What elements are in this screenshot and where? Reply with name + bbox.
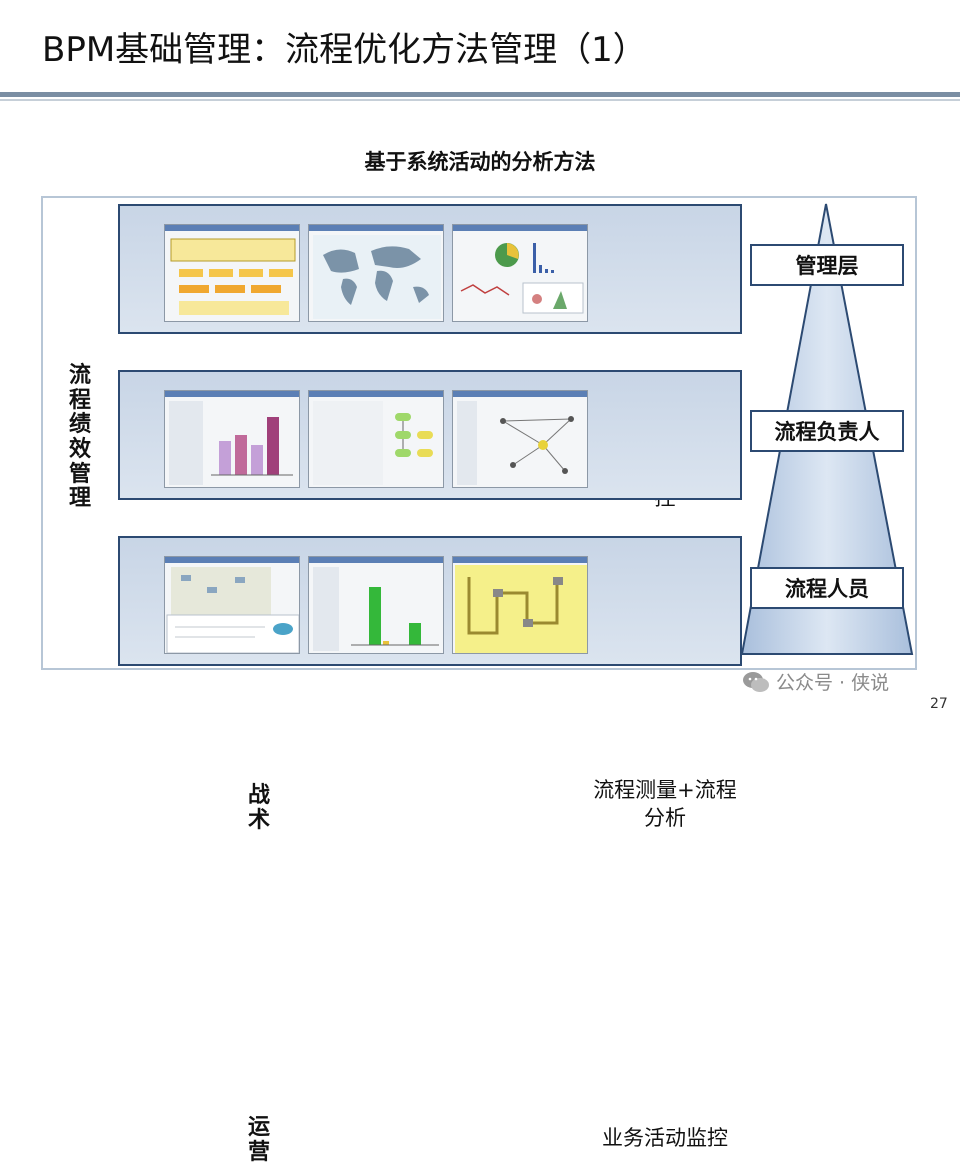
slide-title: BPM基础管理：流程优化方法管理（1） bbox=[42, 30, 647, 70]
screenshot-activity-map bbox=[452, 556, 588, 654]
screenshot-charts-panel bbox=[452, 224, 588, 322]
diagram-title: 基于系统活动的分析方法 bbox=[364, 150, 596, 174]
performance-management-label: 流程绩效管理 bbox=[68, 363, 91, 512]
wechat-icon bbox=[743, 671, 769, 692]
screenshot-dashboard bbox=[164, 224, 300, 322]
band-tactics: 战术 流程测量+流程分析 bbox=[118, 370, 742, 833]
screenshot-green-bars bbox=[308, 556, 444, 654]
title-rule-secondary bbox=[0, 99, 960, 101]
screenshot-monitor-window bbox=[164, 556, 300, 654]
title-rule bbox=[0, 92, 960, 97]
band-tactics-description: 流程测量+流程分析 bbox=[593, 778, 737, 831]
band-operations: 运营 业务活动监控 bbox=[118, 536, 742, 1165]
level-box-process-staff: 流程人员 bbox=[750, 567, 904, 609]
screenshot-process-flow bbox=[308, 390, 444, 488]
band-operations-label: 运营 bbox=[247, 1115, 270, 1165]
screenshot-world-map bbox=[308, 224, 444, 322]
level-box-process-owner: 流程负责人 bbox=[750, 410, 904, 452]
watermark: 公众号 · 侠说 bbox=[742, 668, 889, 695]
watermark-text: 公众号 · 侠说 bbox=[776, 672, 890, 694]
screenshot-bar-chart bbox=[164, 390, 300, 488]
level-box-management: 管理层 bbox=[750, 244, 904, 286]
band-operations-description: 业务活动监控 bbox=[602, 1126, 728, 1150]
page-number: 27 bbox=[930, 696, 948, 712]
band-strategy: 战略 整体流程绩效监控 bbox=[118, 204, 742, 510]
band-tactics-label: 战术 bbox=[247, 783, 270, 833]
screenshot-network-graph bbox=[452, 390, 588, 488]
